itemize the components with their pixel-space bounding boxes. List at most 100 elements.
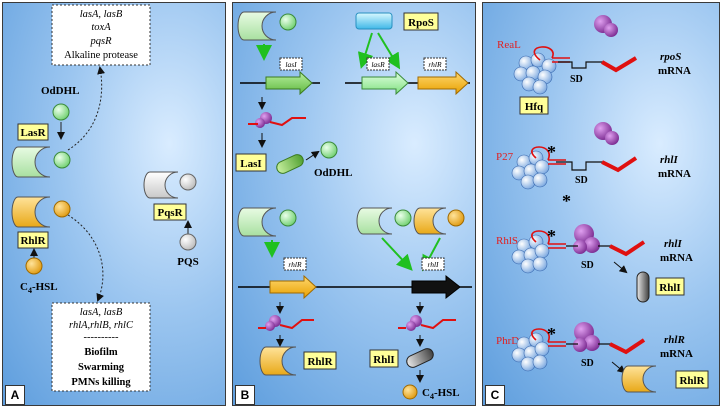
- rhl-target-separator: ----------: [84, 332, 119, 343]
- panel-b-letter: B: [235, 385, 255, 405]
- lasr-receptor: [11, 146, 51, 178]
- panel-a: lasA, lasB toxA pqsR Alkaline protease O…: [11, 4, 199, 392]
- oddhl-bound-bottom: [279, 209, 297, 227]
- oddhl-product: [320, 141, 338, 159]
- srna-real-label: ReaL: [497, 39, 521, 51]
- c4hsl-label: C4-HSL: [20, 281, 58, 295]
- sd-row4: SD: [581, 358, 594, 369]
- ribosome-row2: [594, 122, 619, 145]
- gene-lasi-arrow: [265, 70, 313, 96]
- rhlr-receptor-right: [413, 207, 447, 235]
- gene-lasr-tag: [366, 57, 390, 71]
- ribosome-row4: [573, 322, 600, 352]
- sd-row2: SD: [575, 175, 588, 186]
- rhlr-protein-label-box: [303, 351, 337, 370]
- gene-rhli-arrow: [411, 274, 461, 300]
- srna-rhls-hairpin: [531, 230, 566, 249]
- gene-rhlr-label: rhlR: [428, 60, 442, 69]
- arrow-lasi-to-oddhl: [305, 150, 320, 161]
- rhl-target-line-4: Swarming: [78, 362, 125, 373]
- gene-rhli-label: rhlI: [427, 260, 439, 269]
- mrna-row4-gene: rhlR: [664, 334, 685, 346]
- lasr-label-box: [17, 123, 49, 141]
- green-arrow-rpos-to-lasr: [357, 32, 374, 69]
- pqsr-label-box: [153, 203, 187, 221]
- c4hsl-product-label: C4-HSL: [422, 387, 460, 401]
- rhli-protein-pill: [406, 348, 434, 368]
- rhlr-protein: [259, 346, 297, 376]
- hfq-hexamer-row4: [511, 332, 550, 372]
- panel-c: ReaL SD rpoS mRNA Hfq: [496, 15, 709, 393]
- rhlr-row4-label: RhlR: [679, 375, 705, 387]
- mrna-row1-gene: rpoS: [660, 51, 681, 63]
- rpos-label: RpoS: [408, 17, 434, 29]
- gene-lasi-tag: [279, 57, 303, 71]
- gene-lasr-label: lasR: [371, 60, 385, 69]
- star-rhls: *: [547, 226, 556, 246]
- las-target-line-1: lasA, lasB: [80, 9, 123, 20]
- lasi-protein-pill: [276, 154, 304, 174]
- mrna-row4-coding: [609, 338, 646, 355]
- pqs-label: PQS: [177, 256, 198, 268]
- panel-c-letter: C: [485, 385, 505, 405]
- arrow-row4-to-rhlr: [611, 361, 626, 374]
- rhli-row3-label-box: [655, 277, 685, 296]
- rhlr-bound-c4hsl: [53, 200, 71, 218]
- srna-p27-hairpin: [531, 146, 566, 165]
- las-target-line-4: Alkaline protease: [64, 50, 138, 61]
- arrow-row3-to-rhli: [613, 261, 628, 274]
- rhl-target-line-3: Biofilm: [84, 347, 118, 358]
- panel-a-letter: A: [5, 385, 25, 405]
- mrna-row2-coding: [601, 156, 638, 173]
- sd-row3: SD: [581, 260, 594, 271]
- rhlr-protein-label: RhlR: [307, 356, 333, 368]
- mrna-row3-coding: [609, 240, 646, 257]
- rhlr-protein-row4: [621, 365, 657, 393]
- mrna-rhli: [398, 319, 456, 330]
- oddhl-label: OdDHL: [41, 85, 80, 97]
- gene-rhlr2-tag: [283, 257, 307, 271]
- gene-lasr-arrow: [361, 70, 409, 96]
- gene-rhlr2-label: rhlR: [288, 260, 302, 269]
- oddhl-molecule: [52, 103, 70, 121]
- sd-row1: SD: [570, 74, 583, 85]
- rpos-protein: [355, 12, 393, 30]
- green-arrow-lasr-to-rhli: [381, 237, 413, 271]
- rhl-target-line-2: rhlA,rhlB, rhlC: [69, 320, 134, 331]
- green-arrow-rpos-to-rhlr: [377, 32, 401, 70]
- c4hsl-bound-right: [447, 209, 465, 227]
- oddhl-bound-right: [394, 209, 412, 227]
- rhl-target-line-5: PMNs killing: [71, 377, 131, 388]
- star-p27-bottom: *: [562, 191, 571, 211]
- mrna-lasi: [248, 117, 306, 127]
- rhli-row3-label: RhlI: [659, 282, 680, 294]
- oddhl-product-label: OdDHL: [314, 167, 353, 179]
- srna-p27-label: P27: [496, 151, 514, 163]
- mrna-row3-gene: rhlI: [664, 238, 682, 250]
- gene-rhlr-tag: [423, 57, 447, 71]
- c4hsl-molecule: [25, 257, 43, 275]
- panel-b: RpoS lasI lasR rhlR LasI: [235, 11, 472, 401]
- gene-lasi-label: lasI: [285, 60, 297, 69]
- oddhl-bound-top: [279, 13, 297, 31]
- star-p27-top: *: [547, 142, 556, 162]
- srna-phrd-hairpin: [531, 328, 566, 347]
- mrna-row2-gene: rhlI: [660, 154, 678, 166]
- srna-phrd-label: PhrD: [496, 335, 519, 347]
- gene-rhli-tag: [421, 257, 445, 271]
- rpos-label-box: [403, 12, 439, 31]
- star-phrd: *: [547, 324, 556, 344]
- hfq-hexamer-row2: [511, 150, 550, 190]
- mrna-row1-coding: [601, 56, 638, 73]
- mrna-row1-word: mRNA: [658, 65, 691, 77]
- rhli-protein-row3: [636, 271, 650, 303]
- pqsr-label: PqsR: [157, 207, 183, 219]
- lasr-receptor-top: [237, 11, 277, 41]
- mrna-row2: [556, 161, 604, 171]
- ribosome-rhlr-small: [265, 321, 275, 331]
- las-target-line-3: pqsR: [90, 36, 113, 47]
- ribosome-row1: [594, 15, 618, 37]
- rhli-protein-label-box: [369, 349, 399, 368]
- ribosome-lasi-small: [255, 118, 265, 128]
